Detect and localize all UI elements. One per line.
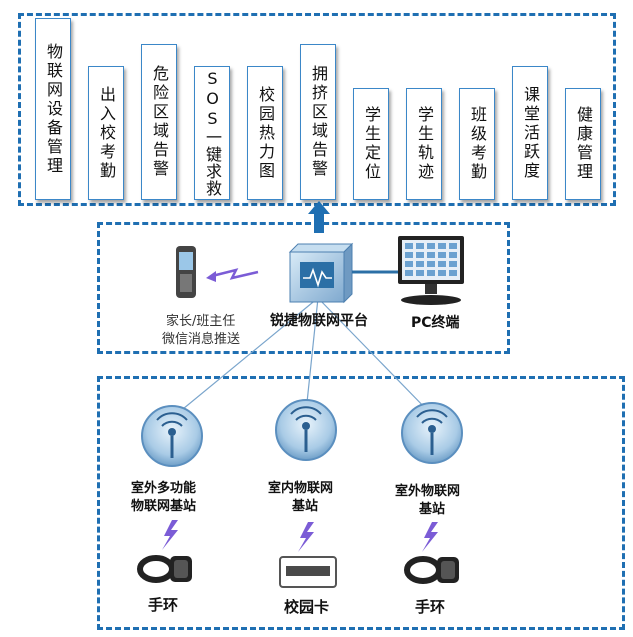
lightning-icon-3 bbox=[422, 522, 438, 552]
base-station-icon-2 bbox=[275, 399, 337, 461]
base-station-region bbox=[97, 376, 625, 630]
wireless-link-icon bbox=[206, 268, 259, 282]
up-arrow-icon bbox=[308, 201, 330, 233]
campus-card-icon bbox=[279, 556, 337, 588]
base-station-icon-1 bbox=[141, 405, 203, 467]
phone-label-line1: 家长/班主任 bbox=[166, 314, 236, 329]
module-class-activity: 课堂活跃度 bbox=[512, 66, 548, 200]
device-2-label: 校园卡 bbox=[284, 598, 330, 616]
module-student-location: 学生定位 bbox=[353, 88, 389, 200]
station-3-label-line2: 基站 bbox=[419, 502, 446, 517]
station-2-label-line2: 基站 bbox=[292, 499, 319, 514]
device-1-label: 手环 bbox=[148, 596, 179, 614]
module-danger-zone-alert: 危险区域告警 bbox=[141, 44, 177, 200]
phone-label-line2: 微信消息推送 bbox=[162, 332, 241, 347]
device-3-label: 手环 bbox=[415, 598, 446, 616]
station-1-label-line2: 物联网基站 bbox=[131, 499, 197, 514]
module-health-management: 健康管理 bbox=[565, 88, 601, 200]
station-3-label-line1: 室外物联网 bbox=[395, 484, 461, 499]
module-student-track: 学生轨迹 bbox=[406, 88, 442, 200]
base-station-icon-3 bbox=[401, 402, 463, 464]
module-class-attendance: 班级考勤 bbox=[459, 88, 495, 200]
wristband-icon-2 bbox=[404, 556, 459, 584]
lightning-icon-1 bbox=[162, 520, 178, 550]
station-2-label-line1: 室内物联网 bbox=[268, 481, 334, 496]
pc-monitor-icon bbox=[398, 236, 464, 305]
station-1-label-line1: 室外多功能 bbox=[131, 481, 197, 496]
platform-server-icon bbox=[288, 242, 354, 304]
pc-label: PC终端 bbox=[411, 315, 460, 331]
mobile-phone-icon bbox=[176, 246, 196, 298]
module-heatmap: 校园热力图 bbox=[247, 66, 283, 200]
module-crowd-alert: 拥挤区域告警 bbox=[300, 44, 336, 200]
platform-label: 锐捷物联网平台 bbox=[270, 313, 368, 329]
wristband-icon-1 bbox=[137, 555, 192, 583]
module-device-management: 物联网设备管理 bbox=[35, 18, 71, 200]
module-school-attendance: 出入校考勤 bbox=[88, 66, 124, 200]
module-sos: SOS一键求救 bbox=[194, 66, 230, 200]
lightning-icon-2 bbox=[298, 522, 314, 552]
connection-lines bbox=[171, 297, 433, 419]
platform-region bbox=[97, 222, 510, 354]
